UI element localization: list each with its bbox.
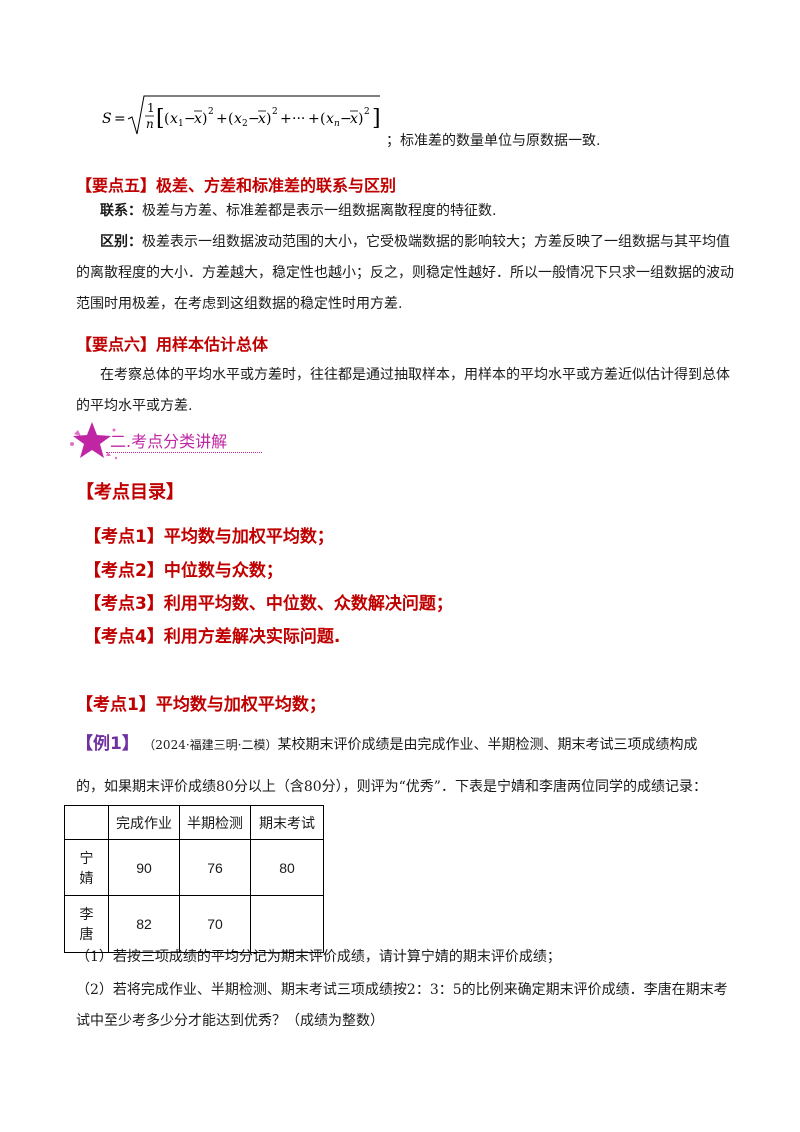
svg-text:1: 1 — [178, 119, 184, 129]
table-header-cell: 半期检测 — [179, 805, 251, 840]
svg-text:+: + — [280, 111, 292, 127]
formula-frac-num: 1 — [147, 101, 155, 115]
formula-x2: x — [234, 111, 242, 127]
formula-lhs: S — [102, 111, 112, 127]
score-table: 完成作业 半期检测 期末考试 宁 婧 90 76 80 李 唐 82 70 — [64, 805, 324, 953]
directory-item-3: 【考点3】利用平均数、中位数、众数解决问题； — [84, 594, 453, 614]
star-icon — [70, 422, 118, 460]
svg-text:): ) — [358, 111, 363, 127]
svg-text:(: ( — [228, 111, 233, 127]
svg-text:x: x — [258, 111, 266, 127]
formula-note: ；标准差的数量单位与原数据一致. — [386, 133, 601, 149]
svg-text:−: − — [184, 111, 196, 127]
example-label: 【例1】 — [76, 734, 139, 754]
table-row: 宁 婧 90 76 80 — [64, 839, 324, 896]
svg-text:]: ] — [372, 106, 381, 131]
table-cell — [250, 895, 324, 953]
point6-paragraph: 在考察总体的平均水平或方差时，往往都是通过抽取样本，用样本的平均水平或方差近似估… — [76, 367, 730, 414]
example-line2: 的，如果期末评价成绩80分以上（含80分），则评为“优秀”．下表是宁婧和李唐两位… — [76, 779, 707, 795]
point5-heading: 【要点五】极差、方差和标准差的联系与区别 — [76, 176, 397, 195]
table-cell: 80 — [250, 839, 324, 896]
student-name-cell: 宁 婧 — [64, 839, 109, 896]
svg-text:−: − — [248, 111, 260, 127]
point6-heading: 【要点六】用样本估计总体 — [76, 335, 269, 354]
point5-diff-paragraph: 区别：极差表示一组数据波动范围的大小，它受极端数据的影响较大；方差反映了一组数据… — [76, 227, 736, 320]
table-cell: 70 — [179, 895, 251, 953]
std-deviation-formula: S = 1 n [ ( x 1 − x ) 2 + ( x 2 − x ) 2 … — [102, 92, 402, 138]
svg-text:2: 2 — [242, 119, 248, 129]
svg-text:x: x — [194, 111, 202, 127]
banner-underline — [106, 452, 262, 453]
directory-item-1: 【考点1】平均数与加权平均数； — [84, 527, 334, 547]
question-2: （2）若将完成作业、半期检测、期末考试三项成绩按2：3：5的比例来确定期末评价成… — [76, 982, 728, 1029]
directory-item-4: 【考点4】利用方差解决实际问题. — [84, 627, 341, 647]
svg-text:n: n — [334, 119, 340, 129]
kp1-heading: 【考点1】平均数与加权平均数； — [76, 695, 326, 715]
svg-text:): ) — [202, 111, 207, 127]
diff-text: 极差表示一组数据波动范围的大小，它受极端数据的影响较大；方差反映了一组数据与其平… — [76, 234, 734, 312]
directory-title: 【考点目录】 — [76, 482, 184, 503]
table-cell: 76 — [179, 839, 251, 896]
svg-text:[: [ — [156, 106, 165, 131]
svg-text:+: + — [308, 111, 320, 127]
svg-text:(: ( — [320, 111, 325, 127]
question-1: （1）若按三项成绩的平均分记为期末评价成绩，请计算宁婧的期末评价成绩； — [76, 949, 561, 965]
link-text: 极差与方差、标准差都是表示一组数据离散程度的特征数. — [142, 203, 497, 219]
svg-text:2: 2 — [272, 107, 278, 117]
svg-text:2: 2 — [364, 107, 370, 117]
svg-text:2: 2 — [208, 107, 214, 117]
table-header-row: 完成作业 半期检测 期末考试 — [64, 805, 324, 840]
svg-text:+: + — [216, 111, 228, 127]
directory-item-2: 【考点2】中位数与众数； — [84, 561, 283, 581]
section-banner — [64, 418, 264, 462]
table-header-cell — [64, 805, 109, 840]
table-header-cell: 期末考试 — [250, 805, 324, 840]
diff-label: 区别： — [100, 234, 142, 250]
svg-text:): ) — [266, 111, 271, 127]
table-cell: 82 — [108, 895, 180, 953]
example-line1: 某校期末评价成绩是由完成作业、半期检测、期末考试三项成绩构成 — [277, 737, 698, 753]
example-1: 【例1】 （2024·福建三明·二模）某校期末评价成绩是由完成作业、半期检测、期… — [76, 735, 736, 754]
section-banner-title: 二.考点分类讲解 — [110, 432, 228, 451]
svg-text:(: ( — [164, 111, 169, 127]
link-label: 联系： — [100, 203, 142, 219]
svg-text:−: − — [340, 111, 352, 127]
point5-link-paragraph: 联系：极差与方差、标准差都是表示一组数据离散程度的特征数. — [100, 196, 496, 227]
example-source: （2024·福建三明·二模） — [143, 738, 278, 752]
table-cell: 90 — [108, 839, 180, 896]
formula-x1: x — [170, 111, 178, 127]
svg-text:···: ··· — [292, 111, 305, 127]
table-header-cell: 完成作业 — [108, 805, 180, 840]
svg-text:=: = — [114, 111, 126, 127]
svg-text:x: x — [350, 111, 358, 127]
table-row: 李 唐 82 70 — [64, 895, 324, 953]
formula-frac-den: n — [146, 117, 154, 131]
formula-xn: x — [326, 111, 334, 127]
